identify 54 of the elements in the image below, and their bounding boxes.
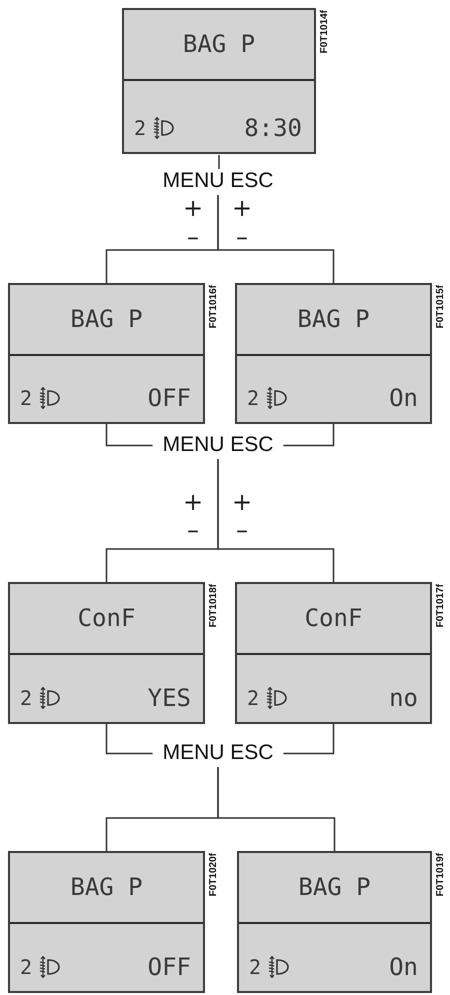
key-sign: + bbox=[232, 490, 252, 514]
key-sign: – bbox=[187, 518, 199, 542]
display-digit: 2 bbox=[20, 388, 32, 408]
lcd-display bbox=[235, 283, 432, 424]
connector-line bbox=[217, 195, 334, 283]
figure-code: F0T1017f bbox=[436, 584, 446, 628]
display-value: OFF bbox=[148, 955, 191, 979]
key-label: MENU ESC bbox=[162, 170, 274, 191]
key-sign: + bbox=[232, 196, 252, 220]
lcd-display bbox=[122, 8, 316, 154]
display-value: no bbox=[389, 686, 418, 710]
figure-code: F0T1015f bbox=[436, 285, 446, 328]
display-digit: 2 bbox=[134, 118, 146, 138]
display-value: On bbox=[389, 955, 418, 979]
connector-line bbox=[106, 724, 153, 754]
figure-code: F0T1014f bbox=[320, 10, 330, 54]
connector-line bbox=[106, 424, 153, 446]
display-heading: BAG P bbox=[298, 875, 371, 899]
display-value: 8:30 bbox=[244, 116, 302, 140]
display-digit: 2 bbox=[20, 957, 32, 977]
display-value: OFF bbox=[148, 386, 191, 410]
lcd-display bbox=[235, 582, 432, 724]
connector-line bbox=[217, 767, 336, 851]
lcd-display bbox=[237, 851, 432, 993]
display-digit: 2 bbox=[20, 688, 32, 708]
display-heading: ConF bbox=[304, 606, 362, 630]
key-sign: + bbox=[182, 196, 204, 220]
lcd-display bbox=[8, 851, 205, 993]
key-sign: + bbox=[182, 490, 204, 514]
display-heading: BAG P bbox=[70, 307, 143, 331]
figure-code: F0T1019f bbox=[436, 853, 446, 896]
lcd-display bbox=[8, 283, 205, 424]
display-heading: BAG P bbox=[70, 875, 143, 899]
display-heading: BAG P bbox=[182, 32, 256, 56]
lcd-display bbox=[8, 582, 205, 724]
key-sign: – bbox=[236, 225, 248, 249]
figure-code: F0T1016f bbox=[209, 285, 219, 328]
display-digit: 2 bbox=[249, 957, 262, 977]
display-value: On bbox=[389, 386, 418, 410]
connector-line bbox=[283, 724, 334, 754]
display-heading: ConF bbox=[78, 606, 136, 630]
key-label: MENU ESC bbox=[162, 742, 274, 763]
connector-line bbox=[283, 424, 334, 446]
key-sign: – bbox=[236, 518, 248, 542]
display-digit: 2 bbox=[247, 688, 260, 708]
connector-line bbox=[218, 155, 220, 169]
display-heading: BAG P bbox=[297, 307, 370, 331]
display-value: YES bbox=[148, 686, 191, 710]
display-digit: 2 bbox=[247, 388, 260, 408]
key-sign: – bbox=[187, 225, 199, 249]
figure-code: F0T1018f bbox=[209, 584, 219, 628]
connector-line bbox=[217, 459, 334, 582]
figure-code: F0T1020f bbox=[209, 853, 219, 896]
key-label: MENU ESC bbox=[162, 434, 274, 455]
